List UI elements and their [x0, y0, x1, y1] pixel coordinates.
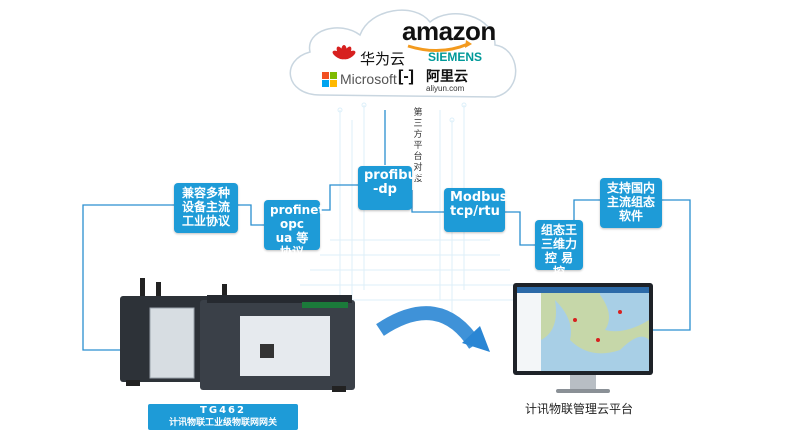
- aliyun-domain: aliyun.com: [426, 84, 465, 93]
- amazon-logo: amazon: [402, 16, 496, 46]
- node-protocols: 兼容多种设备主流工业协议: [174, 183, 238, 233]
- node-modbus: Modbus tcp/rtu: [444, 188, 507, 232]
- node-profinet: profinet opc ua 等协议: [264, 200, 324, 259]
- product-model: TG462: [200, 405, 246, 416]
- aliyun-label: 阿里云: [426, 69, 468, 85]
- line-protocols-to-profinet: [238, 204, 264, 226]
- product-label: TG462 计讯物联工业级物联网网关: [148, 404, 298, 430]
- node-profibus: profibus -dp: [358, 166, 425, 210]
- connectors: [82, 110, 691, 351]
- microsoft-label: Microsoft: [340, 71, 397, 87]
- cloud-shape: [289, 9, 517, 98]
- node-software: 支持国内主流组态软件: [600, 178, 662, 228]
- siemens-logo: SIEMENS: [428, 50, 483, 64]
- flow-arrow: [376, 306, 490, 352]
- line-device-to-protocols: [82, 204, 174, 351]
- line-profibus-to-modbus: [411, 190, 444, 213]
- node-zutai: 组态王 三维力控 易控: [535, 220, 583, 279]
- line-profinet-to-profibus: [320, 184, 358, 211]
- platform-caption: 计讯物联管理云平台: [525, 402, 634, 416]
- aliyun-mark-icon: [-]: [398, 68, 414, 85]
- line-software-to-monitor: [652, 199, 691, 331]
- line-zutai-to-software: [573, 199, 600, 220]
- huawei-cloud-label: 华为云: [360, 50, 406, 68]
- product-name: 计讯物联工业级物联网网关: [168, 418, 277, 428]
- third-party-label: 第三方平台对接: [413, 108, 423, 184]
- line-modbus-to-zutai: [505, 211, 535, 246]
